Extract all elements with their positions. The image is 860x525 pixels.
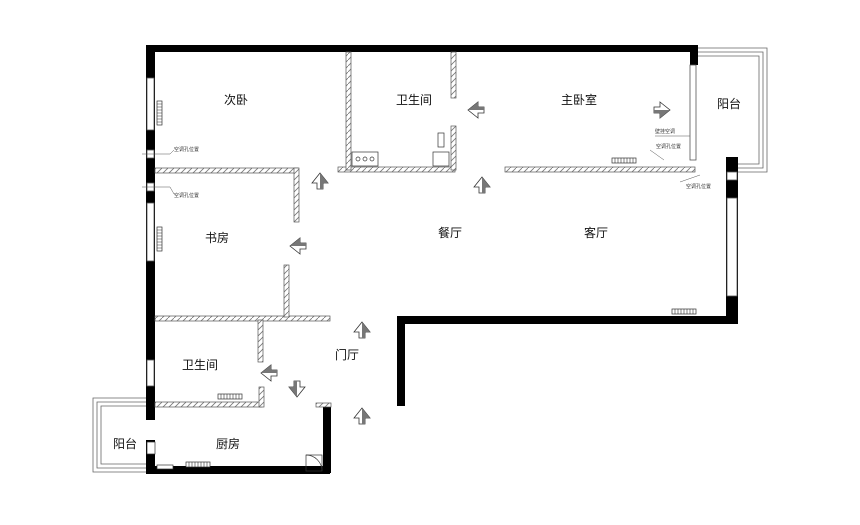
room-label-bathroom-bottom: 卫生间 <box>182 358 218 372</box>
door-arrows <box>260 101 671 425</box>
room-label-second-bedroom: 次卧 <box>224 93 248 107</box>
room-label-dining: 餐厅 <box>438 225 462 240</box>
exterior-walls <box>146 45 738 474</box>
ac-hole-note: 空调孔位置 <box>656 143 681 150</box>
room-label-bathroom-top: 卫生间 <box>396 93 432 107</box>
room-label-balcony-left: 阳台 <box>113 436 137 451</box>
room-label-study: 书房 <box>205 230 229 245</box>
wall-ac-note: 壁挂空调 <box>655 128 675 135</box>
room-label-master-bedroom: 主卧室 <box>561 92 597 107</box>
radiators <box>156 100 697 468</box>
interior-walls <box>154 51 696 408</box>
ac-hole-note: 空调孔位置 <box>686 183 711 190</box>
room-label-kitchen: 厨房 <box>216 436 240 451</box>
fixtures <box>146 132 450 472</box>
annotation-leaders <box>142 135 701 195</box>
ac-hole-note: 空调孔位置 <box>174 192 199 199</box>
windows <box>146 64 738 387</box>
room-label-balcony-right: 阳台 <box>717 96 741 111</box>
balcony-outlines <box>92 47 768 473</box>
ac-hole-note: 空调孔位置 <box>174 146 199 153</box>
room-label-living: 客厅 <box>584 225 608 240</box>
room-label-foyer: 门厅 <box>335 347 359 362</box>
